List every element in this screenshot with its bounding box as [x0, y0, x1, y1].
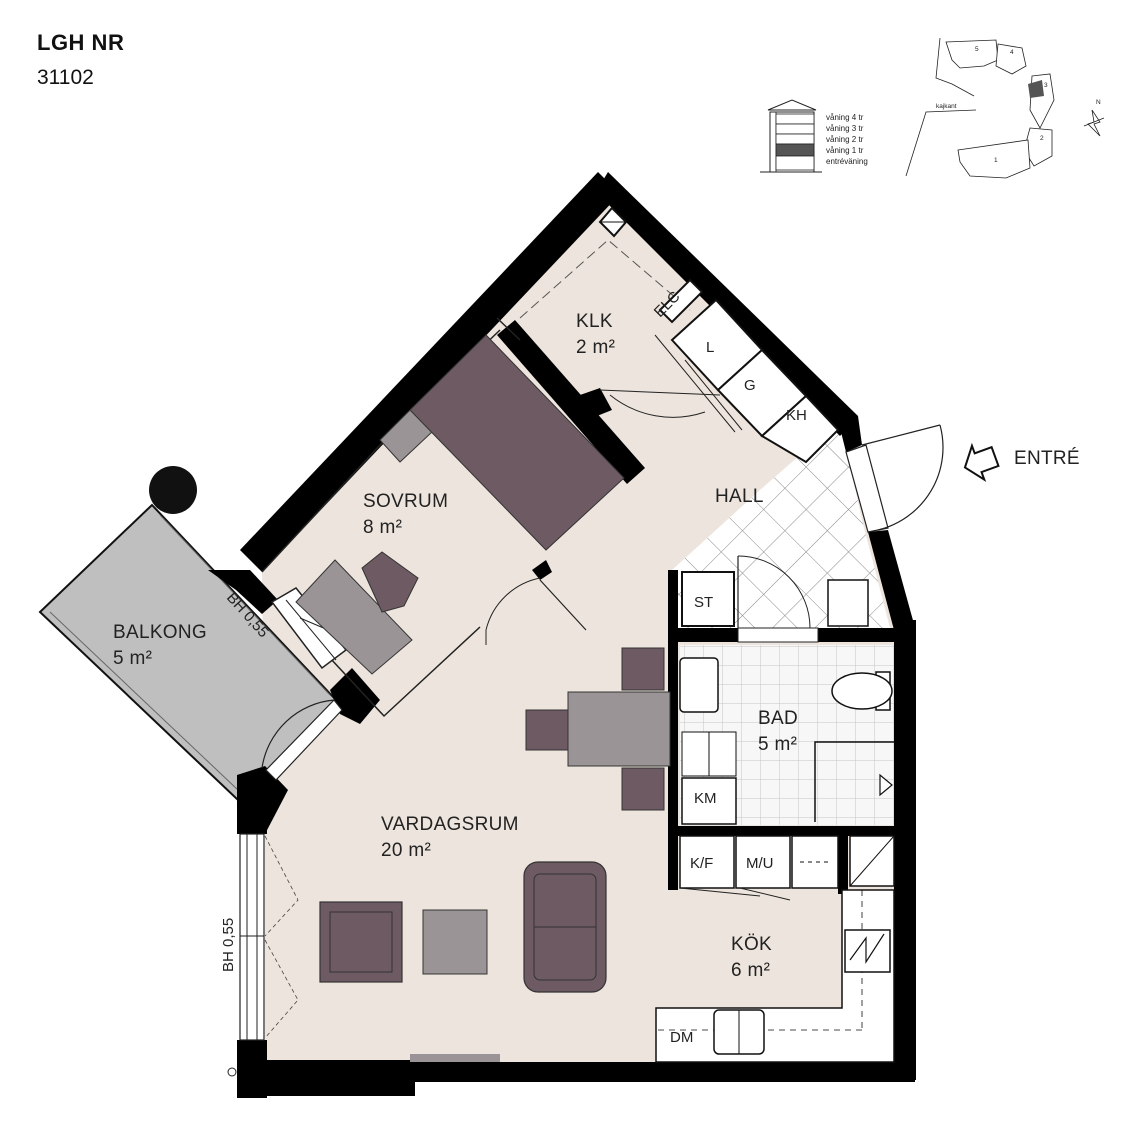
- apartment-number: 31102: [37, 66, 94, 89]
- km-washer: [681, 777, 737, 825]
- toilet: [831, 671, 893, 711]
- desk: [295, 551, 419, 675]
- dining-table: [525, 647, 671, 811]
- hall-cupboard: [827, 579, 869, 627]
- room-klk-name: KLK: [576, 311, 613, 332]
- floor-level-band-0: [775, 155, 815, 171]
- floor-level-band-2: [775, 133, 815, 145]
- site-quay-label: kajkant: [936, 103, 957, 110]
- floor-level-label-1: våning 1 tr: [826, 146, 864, 155]
- floor-level-label-2: våning 2 tr: [826, 135, 864, 144]
- north-arrow-icon: [1083, 109, 1105, 137]
- label-kh: KH: [786, 407, 807, 424]
- label-kf: K/F: [690, 855, 713, 872]
- closet-door[interactable]: [599, 334, 743, 433]
- label-mu: M/U: [746, 855, 774, 872]
- floor-level-label-3: våning 3 tr: [826, 124, 864, 133]
- room-balkong-name: BALKONG: [113, 622, 207, 643]
- room-bad-name: BAD: [758, 708, 798, 729]
- label-l: L: [706, 339, 714, 356]
- apartment-label: LGH NR: [37, 30, 125, 55]
- site-building-1: 1: [994, 157, 998, 164]
- kitchen-upper-cabinets: [679, 835, 895, 889]
- washbasin: [679, 657, 719, 713]
- site-building-5: 5: [975, 46, 979, 53]
- walls: [208, 172, 916, 1098]
- room-sovrum-area: 8 m²: [363, 517, 402, 538]
- st-cabinet: [681, 571, 735, 627]
- floor-level-legend: våning 4 tr våning 3 tr våning 2 tr våni…: [760, 99, 868, 173]
- bed: [379, 334, 625, 551]
- site-building-4: 4: [1010, 49, 1014, 56]
- site-building-3: 3: [1044, 82, 1048, 89]
- room-kok-area: 6 m²: [731, 960, 770, 981]
- label-dm: DM: [670, 1029, 693, 1046]
- entrance-door[interactable]: [845, 424, 944, 533]
- armchair: [319, 901, 403, 983]
- entrance-label: ENTRÉ: [1014, 448, 1080, 469]
- label-km: KM: [694, 790, 717, 807]
- coffee-table: [422, 909, 488, 975]
- floor-level-band-1: [775, 143, 815, 157]
- room-klk-area: 2 m²: [576, 337, 615, 358]
- room-kok-name: KÖK: [731, 934, 772, 955]
- west-window[interactable]: [227, 833, 299, 1077]
- hall-cabinets: [598, 206, 840, 464]
- kitchen-counter: [655, 889, 895, 1063]
- room-hall-name: HALL: [715, 486, 764, 507]
- site-highlight-building: [1028, 80, 1044, 98]
- south-window[interactable]: [410, 1054, 500, 1062]
- room-vardagsrum-area: 20 m²: [381, 840, 431, 861]
- label-st: ST: [694, 594, 713, 611]
- bathroom-door[interactable]: [737, 555, 819, 643]
- north-label: N: [1096, 99, 1101, 106]
- floor-level-label-4: våning 4 tr: [826, 113, 864, 122]
- site-building-2: 2: [1040, 135, 1044, 142]
- entrance-arrow-icon: [963, 442, 1000, 482]
- room-vardagsrum-name: VARDAGSRUM: [381, 814, 519, 835]
- floor-level-band-3: [775, 123, 815, 135]
- floor-level-band-4: [775, 113, 815, 125]
- site-map: kajkant 5 4 3 2 1 N: [905, 37, 1105, 179]
- bedroom-door[interactable]: [485, 577, 587, 645]
- shower: [814, 741, 894, 822]
- living-balcony-window[interactable]: [261, 699, 343, 781]
- floor-level-label-0: entréväning: [826, 157, 868, 166]
- balcony-post: [149, 466, 197, 514]
- room-balkong-area: 5 m²: [113, 648, 152, 669]
- sofa: [523, 861, 607, 993]
- room-sovrum-name: SOVRUM: [363, 491, 448, 512]
- label-g: G: [744, 377, 756, 394]
- window-note-vardagsrum: BH 0,55: [220, 918, 237, 972]
- room-bad-area: 5 m²: [758, 734, 797, 755]
